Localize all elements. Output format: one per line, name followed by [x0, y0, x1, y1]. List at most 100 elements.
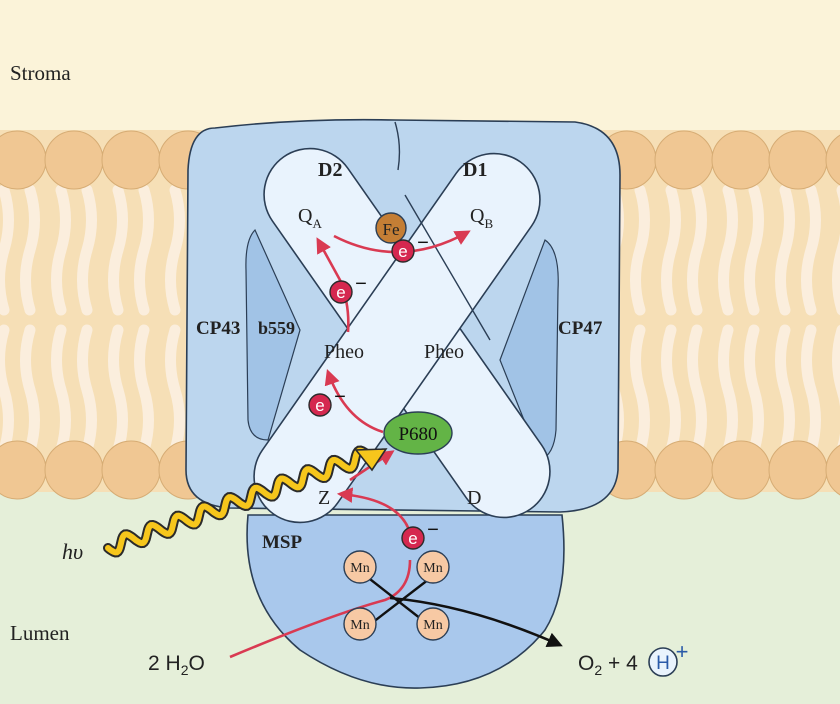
lipid-tail-upper: [165, 184, 185, 316]
msp-label: MSP: [262, 532, 303, 553]
mn-label: Mn: [350, 618, 369, 633]
pheo-left-label: Pheo: [324, 341, 364, 363]
d1-label: D1: [463, 159, 487, 181]
electron-icon: [391, 239, 415, 263]
d2-overlap-edge: [404, 194, 491, 341]
electron-icon: [329, 280, 353, 304]
lipid-tail-lower: [718, 324, 738, 456]
electron-charge: −: [334, 386, 346, 408]
lipid-head-lower: [825, 444, 840, 496]
light-wave-fill: [105, 447, 371, 556]
lipid-tail-lower: [832, 324, 840, 456]
lipid-tail-lower: [51, 324, 71, 456]
p680-label: P680: [398, 424, 437, 445]
arrow-water-to-mn: [229, 559, 412, 659]
lipid-tail-upper: [51, 184, 71, 316]
electron-charge: −: [427, 519, 439, 541]
lipid-head-upper: [825, 134, 840, 186]
electron-near-qa: e−: [329, 273, 367, 304]
arrow-to-oxygen: [389, 596, 563, 648]
mn-atom: Mn: [343, 607, 377, 641]
lipid-tail-upper: [832, 184, 840, 316]
electron-icon: [308, 393, 332, 417]
complex-top-divider: [394, 121, 401, 171]
stroma-label: Stroma: [10, 61, 71, 85]
lipid-tail-upper: [718, 184, 738, 316]
light-wave-arrowhead: [354, 448, 388, 472]
b559-region: [245, 228, 301, 441]
lipid-head-upper: [101, 130, 161, 190]
oxygen-label: O2 + 4: [578, 652, 644, 678]
lipid-tail-upper: [134, 184, 154, 316]
mn-bond-b: [367, 575, 434, 627]
b559-label: b559: [258, 318, 295, 338]
mn-atom-circle: [416, 607, 450, 641]
electron-charge: −: [417, 232, 429, 254]
water-label: 2 H2O: [148, 652, 205, 678]
mn-atom: Mn: [343, 550, 377, 584]
qa-label: QA: [298, 205, 322, 231]
lipid-head-upper: [768, 130, 828, 190]
electron-symbol: e: [408, 529, 417, 548]
lipid-tail-upper: [687, 184, 707, 316]
msp-protein: [246, 514, 565, 689]
cp47-label: CP47: [558, 318, 603, 339]
lipid-tail-upper: [661, 184, 681, 316]
mn-label: Mn: [423, 618, 442, 633]
lipid-head-lower: [711, 440, 771, 500]
lipid-tail-upper: [108, 184, 128, 316]
cp43-label: CP43: [196, 318, 240, 339]
lipid-tail-lower: [0, 324, 14, 456]
z-label: Z: [318, 487, 330, 509]
proton-badge: H +: [648, 639, 689, 677]
electron-symbol: e: [315, 396, 324, 415]
mn-label: Mn: [350, 561, 369, 576]
lipid-tail-lower: [661, 324, 681, 456]
lumen-label: Lumen: [10, 621, 70, 645]
lipid-head-upper: [654, 130, 714, 190]
mn-atom: Mn: [416, 607, 450, 641]
lipid-head-lower: [654, 440, 714, 500]
fe-label: Fe: [383, 220, 400, 239]
electron-near-fe: e−: [391, 232, 429, 263]
electron-charge: −: [355, 273, 367, 295]
qb-label: QB: [470, 205, 493, 231]
proton-charge: +: [676, 639, 689, 664]
lipid-tail-lower: [165, 324, 185, 456]
d-label: D: [467, 487, 481, 509]
lipid-tail-lower: [630, 324, 650, 456]
electron-group: e−e−e−e−: [308, 232, 439, 550]
lipid-tail-lower: [108, 324, 128, 456]
lipid-tail-lower: [20, 324, 40, 456]
lipid-tail-upper: [630, 184, 650, 316]
lipid-tail-lower: [775, 324, 795, 456]
lipid-tail-upper: [77, 184, 97, 316]
lipid-tail-upper: [20, 184, 40, 316]
lipid-tail-upper: [744, 184, 764, 316]
lipid-head-lower: [44, 440, 104, 500]
electron-near-mn: e−: [401, 519, 439, 550]
lipid-head-lower: [768, 440, 828, 500]
lipid-head-upper: [44, 130, 104, 190]
electron-symbol: e: [398, 242, 407, 261]
mn-label: Mn: [423, 561, 442, 576]
mn-atom-circle: [343, 607, 377, 641]
lipid-tail-lower: [134, 324, 154, 456]
lipid-tail-lower: [77, 324, 97, 456]
p680-reaction-center: P680: [383, 411, 453, 455]
light-label: hυ: [62, 539, 83, 564]
proton-label: H: [656, 653, 670, 674]
mn-atom-circle: [343, 550, 377, 584]
stroma-region: [0, 0, 840, 140]
lipid-tail-upper: [0, 184, 14, 316]
arrow-p680-to-pheo: [324, 369, 384, 434]
lipid-tail-lower: [687, 324, 707, 456]
electron-icon: [401, 526, 425, 550]
d1-subunit: [253, 152, 541, 524]
lipid-tail-upper: [775, 184, 795, 316]
electron-symbol: e: [336, 283, 345, 302]
lipid-tail-upper: [801, 184, 821, 316]
